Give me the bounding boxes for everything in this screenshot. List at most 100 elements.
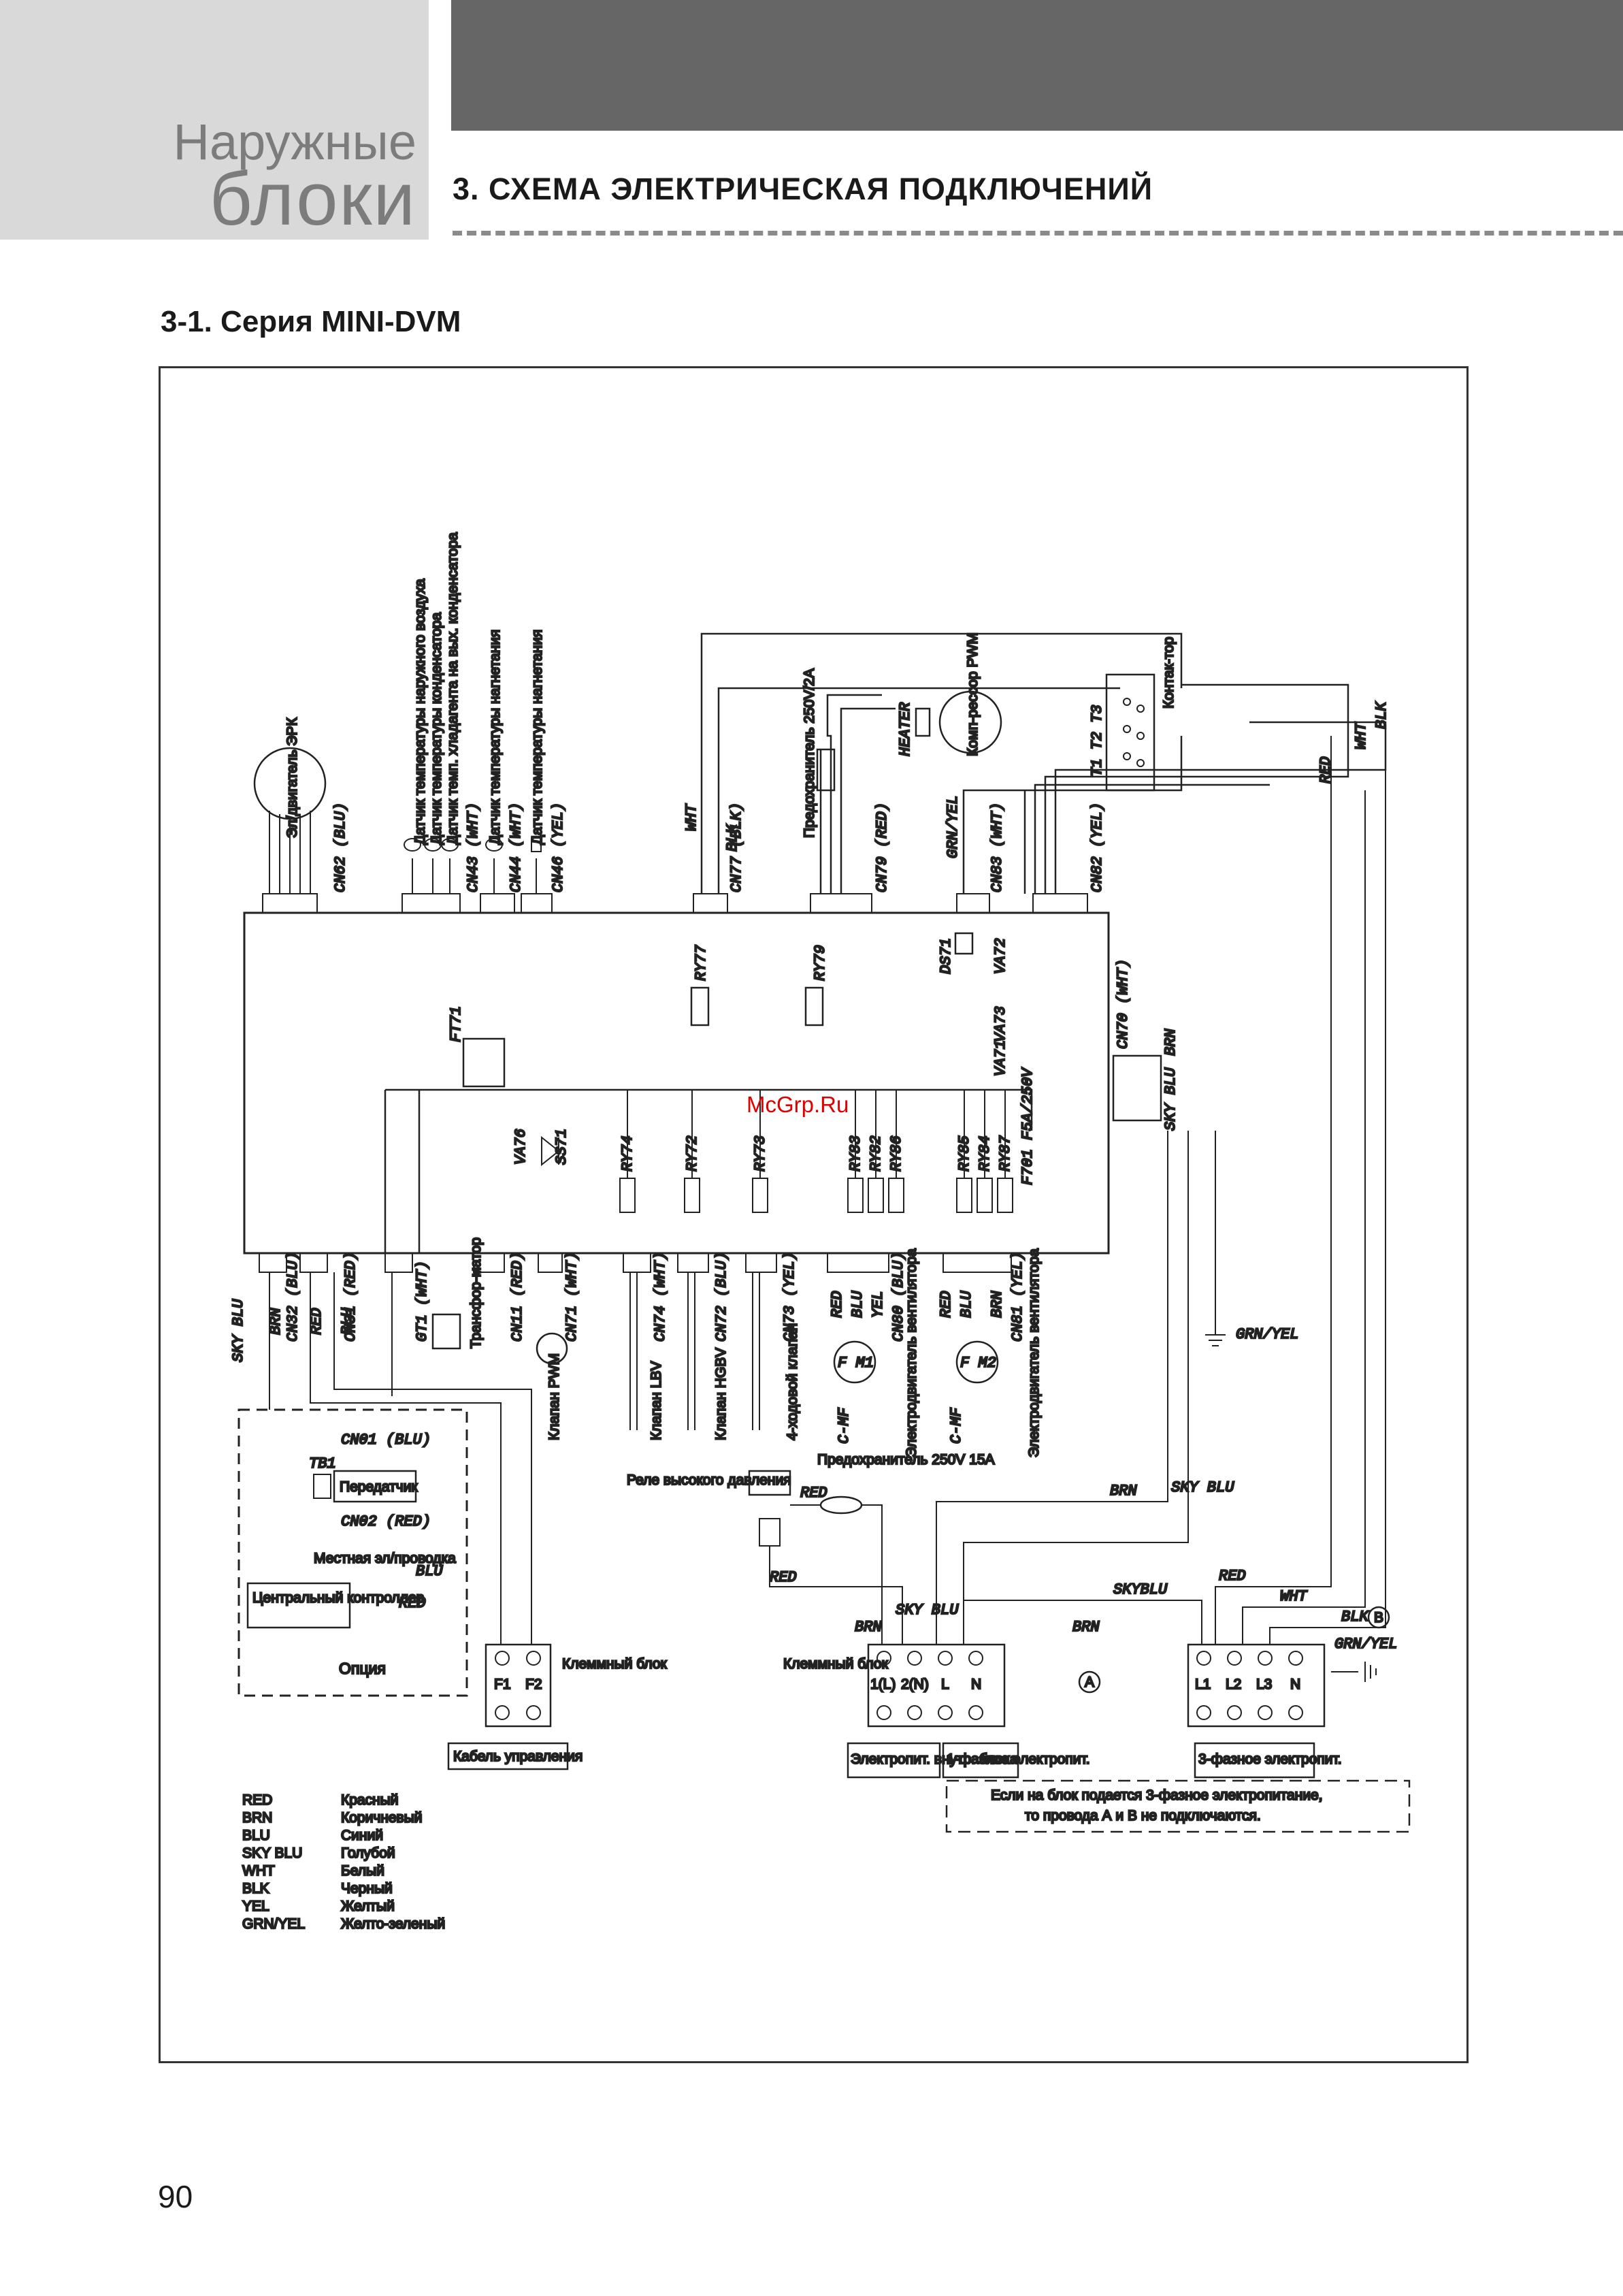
wire-skyblu-mid: SKY BLU — [1171, 1479, 1234, 1496]
terminal-1L: 1(L) — [870, 1677, 896, 1692]
cn73-label: CN73 (YEL) — [781, 1252, 798, 1342]
contactor-label: Контак-тор — [1161, 637, 1177, 709]
wiring-diagram: Эл/двигатель ЭРК Датчик температуры нару… — [159, 366, 1469, 2063]
legend-name-4: Белый — [341, 1863, 384, 1879]
ft71 — [462, 1037, 506, 1088]
relay-bank — [619, 1090, 1013, 1213]
4way-valve-label: 4-ходовой клапан — [785, 1323, 800, 1440]
control-block-label: Клеммный блок — [562, 1656, 668, 1672]
three-phase-box — [1194, 1742, 1315, 1779]
bottom-connector-row — [259, 1252, 1012, 1273]
terminal-L1: L1 — [1195, 1677, 1211, 1692]
cn11-label: CN11 (RED) — [509, 1252, 526, 1342]
control-cable-box — [447, 1742, 569, 1770]
ry77-label: RY77 — [693, 944, 710, 981]
ds71-label: DS71 — [938, 938, 955, 974]
fan-motor-2 — [955, 1340, 999, 1384]
chapter-title: 3. СХЕМА ЭЛЕКТРИЧЕСКАЯ ПОДКЛЮЧЕНИЙ — [453, 172, 1153, 206]
valve-wires — [629, 1272, 760, 1430]
header-bar — [451, 0, 1623, 131]
ry72-label: RY72 — [684, 1135, 701, 1171]
legend-code-3: SKY BLU — [242, 1845, 302, 1861]
legend-name-6: Желтый — [341, 1898, 395, 1914]
ds71 — [954, 932, 974, 955]
wire-skyblu-link: SKYBLU — [1113, 1581, 1168, 1598]
cn77-label: CN77 (BLK) — [728, 803, 745, 892]
fuse-top — [816, 748, 836, 792]
terminal-L: L — [941, 1677, 949, 1692]
power-terminal-1ph — [867, 1643, 1006, 1728]
cn80-label: CN80 (BLU) — [890, 1252, 907, 1342]
three-phase-label: 3-фазное электропит. — [1198, 1751, 1342, 1767]
cn70-label: CN70 (WHT) — [1115, 959, 1132, 1049]
legend-name-1: Коричневый — [341, 1810, 423, 1826]
cn44-label: CN44 (WHT) — [508, 803, 525, 892]
main-pcb — [243, 911, 1110, 1255]
cn43-label: CN43 (WHT) — [465, 803, 482, 892]
fan-motor-1-label: Электродвигатель вентилятора — [904, 1248, 919, 1457]
fan-motor-1-id: F M1 — [838, 1355, 874, 1372]
mark-a — [1078, 1670, 1101, 1694]
hgbv-valve-label: Клапан HGBV — [713, 1348, 729, 1440]
sensor-discharge-2: Датчик температуры нагнетания — [529, 630, 545, 845]
va73-label: VA73 — [992, 1006, 1009, 1042]
contactor-terminals: T1 T2 T3 — [1089, 705, 1106, 777]
sensor-condenser-outlet: Датчик темп. хладагента на вых. конденса… — [445, 532, 461, 845]
va72-label: VA72 — [992, 938, 1009, 974]
fan-wire-red-1: RED — [829, 1291, 846, 1318]
wire-blk-top: BLK — [724, 824, 741, 852]
single-phase-box — [942, 1742, 1019, 1779]
wire-brn-a: BRN — [1072, 1619, 1100, 1636]
legend-name-2: Синий — [341, 1828, 383, 1843]
cn74-label: CN74 (WHT) — [652, 1252, 669, 1342]
heater — [915, 707, 931, 737]
control-wires — [269, 1272, 532, 1645]
fan-wire-blu-1: BLU — [849, 1291, 866, 1318]
ss71-label: SS71 — [553, 1129, 570, 1165]
central-controller — [246, 1582, 351, 1629]
cn71-label: CN71 (WHT) — [563, 1252, 580, 1342]
terminal-L2: L2 — [1226, 1677, 1241, 1692]
cn01-label: CN01 (BLU) — [341, 1432, 431, 1449]
ry77 — [690, 986, 710, 1026]
section-tab: Наружные блоки — [0, 0, 429, 240]
terminal-N-3ph: N — [1290, 1677, 1300, 1692]
transformer-label: Трансфор-матор — [468, 1238, 484, 1348]
cn31-label: CN31 (RED) — [342, 1252, 359, 1342]
fuse-bottom-label: Предохранитель 250V 15A — [817, 1452, 995, 1468]
va71-label: VA71 — [992, 1040, 1009, 1076]
terminal-2N: 2(N) — [901, 1677, 929, 1692]
top-connector-row — [262, 893, 1088, 913]
sensor-discharge-1: Датчик температуры нагнетания — [487, 630, 503, 845]
power-3ph-screws — [1196, 1651, 1303, 1720]
erk-motor-label: Эл/двигатель ЭРК — [284, 717, 300, 838]
wire-blu-left: BLU — [339, 1308, 356, 1335]
lbv-valve-label: Клапан LBV — [649, 1361, 664, 1440]
power-terminal-3ph — [1187, 1643, 1326, 1728]
contactor-switches — [1123, 698, 1145, 767]
wire-skyblu-cn70: SKY BLU — [1162, 1067, 1179, 1131]
central-controller-label: Центральный контроллер — [252, 1590, 424, 1606]
wire-blk-right: BLK — [1373, 701, 1390, 729]
mark-b — [1367, 1606, 1390, 1629]
ry87-label: RY87 — [997, 1135, 1014, 1171]
hp-relay — [748, 1470, 791, 1496]
compressor — [938, 690, 1002, 754]
ground-symbol-board — [1205, 1131, 1226, 1346]
local-wiring-label: Местная эл/проводка — [314, 1551, 456, 1566]
pcb-inner-bus — [384, 1088, 1033, 1253]
wire-skyblu-1ph: SKY BLU — [896, 1602, 959, 1619]
cn46-label: CN46 (YEL) — [550, 803, 567, 892]
transformer — [431, 1313, 461, 1350]
ry82-label: RY82 — [868, 1135, 885, 1171]
legend-name-7: Желто-зеленый — [341, 1916, 445, 1932]
power-1ph-screws — [876, 1651, 983, 1720]
note-line2: то провода А и В не подключаются. — [1025, 1808, 1261, 1824]
control-terminal-screws — [495, 1651, 541, 1720]
indoor-power-box — [847, 1742, 941, 1779]
ry83-label: RY83 — [847, 1135, 864, 1171]
cap-2-label: C-MF — [948, 1407, 965, 1444]
legend-name-5: Черный — [341, 1881, 393, 1896]
pwm-valve — [536, 1332, 568, 1365]
terminal-f1: F1 — [494, 1677, 511, 1692]
